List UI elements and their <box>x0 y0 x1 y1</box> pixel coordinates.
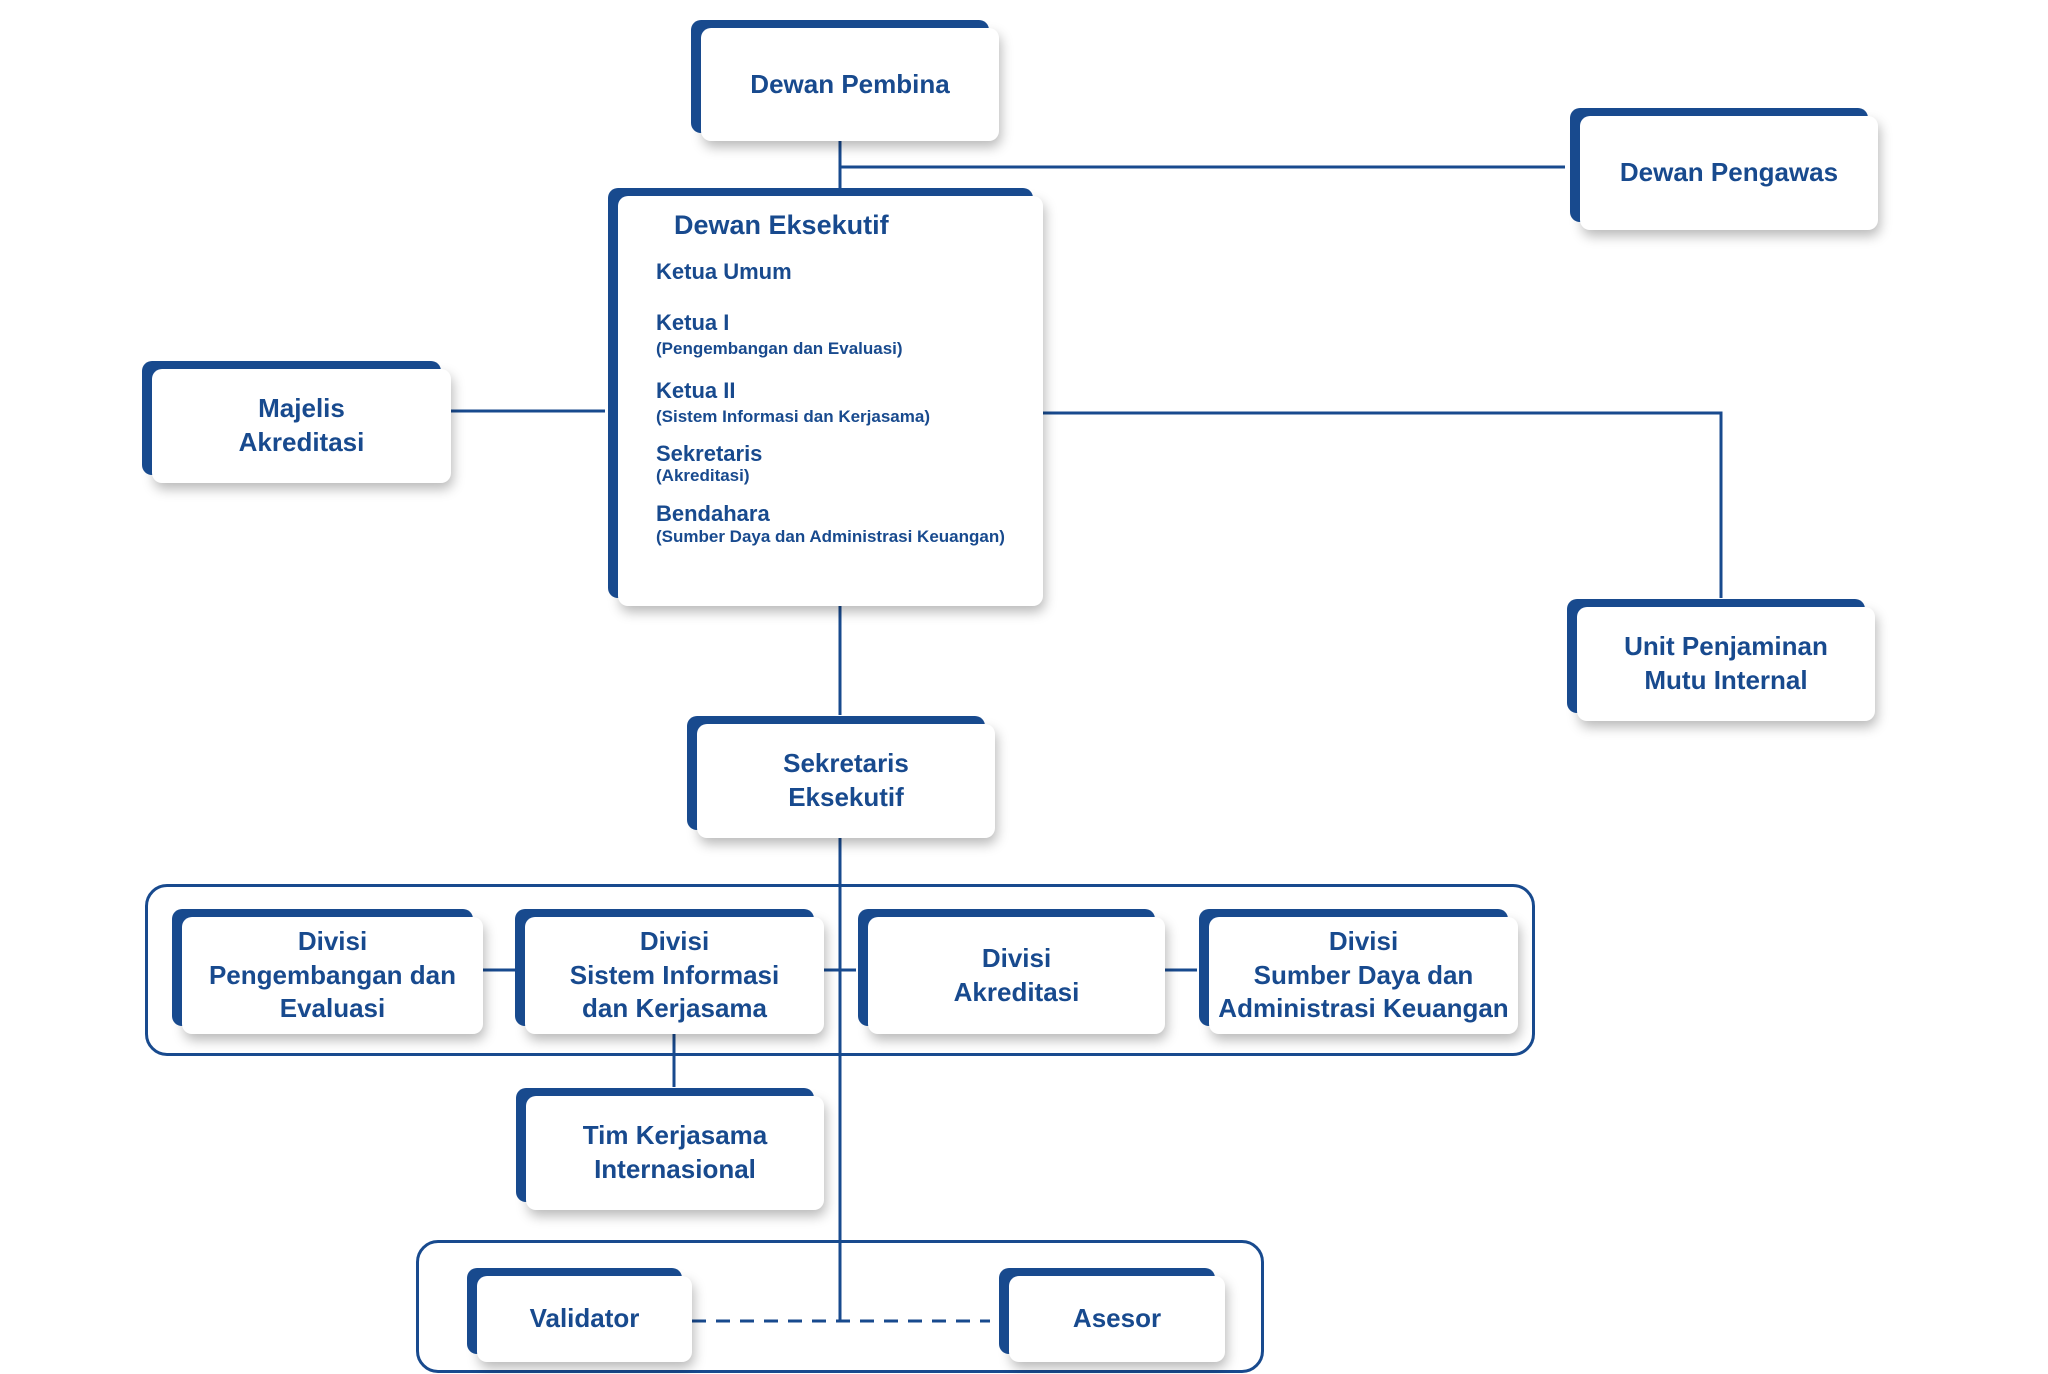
divisi-line: Sistem Informasi <box>569 959 780 990</box>
sekretaris-eksekutif-line-2: Eksekutif <box>788 782 904 812</box>
member-detail: (Pengembangan dan Evaluasi) <box>656 339 903 359</box>
member-detail: (Sumber Daya dan Administrasi Keuangan) <box>656 527 1005 547</box>
member-detail: (Sistem Informasi dan Kerjasama) <box>656 407 930 427</box>
unit-penjaminan-line-1: Unit Penjaminan <box>1624 631 1828 662</box>
member-sekretaris: Sekretaris (Akreditasi) <box>656 441 762 486</box>
divisi-line: Divisi <box>981 942 1052 973</box>
divisi-line: Sumber Daya dan <box>1253 959 1474 990</box>
member-detail: (Akreditasi) <box>656 466 750 486</box>
divisi-line: Administrasi Keuangan <box>1218 993 1509 1024</box>
divisi-sumber-daya-box[interactable]: Divisi Sumber Daya dan Administrasi Keua… <box>1209 917 1518 1034</box>
tim-kerjasama-line-2: Internasional <box>594 1154 756 1184</box>
validator-box[interactable]: Validator <box>477 1276 692 1362</box>
divisi-line: Divisi <box>297 925 368 956</box>
unit-penjaminan-line-2: Mutu Internal <box>1644 665 1808 695</box>
sekretaris-eksekutif-line-1: Sekretaris <box>783 748 909 779</box>
asesor-box[interactable]: Asesor <box>1009 1276 1225 1362</box>
member-ketua-1: Ketua I (Pengembangan dan Evaluasi) <box>656 310 903 359</box>
divisi-akreditasi-box[interactable]: Divisi Akreditasi <box>868 917 1165 1034</box>
validator-asesor-group-frame <box>416 1240 1264 1373</box>
divisi-sistem-informasi-box[interactable]: Divisi Sistem Informasi dan Kerjasama <box>525 917 824 1034</box>
dewan-pengawas-label: Dewan Pengawas <box>1619 157 1839 188</box>
dewan-pembina-label: Dewan Pembina <box>750 68 950 99</box>
tim-kerjasama-line-1: Tim Kerjasama <box>582 1120 768 1151</box>
divisi-line: Akreditasi <box>953 976 1080 1007</box>
member-bendahara: Bendahara (Sumber Daya dan Administrasi … <box>656 501 1005 547</box>
dewan-eksekutif-box[interactable]: Dewan Eksekutif Ketua Umum Ketua I (Peng… <box>618 196 1043 606</box>
sekretaris-eksekutif-box[interactable]: Sekretaris Eksekutif <box>697 724 995 838</box>
majelis-akreditasi-box[interactable]: Majelis Akreditasi <box>152 369 451 483</box>
divisi-pengembangan-evaluasi-box[interactable]: Divisi Pengembangan dan Evaluasi <box>182 917 483 1034</box>
divisi-line: Divisi <box>639 925 710 956</box>
asesor-label: Asesor <box>1072 1303 1162 1334</box>
tim-kerjasama-internasional-box[interactable]: Tim Kerjasama Internasional <box>526 1096 824 1210</box>
member-role: Ketua Umum <box>656 259 792 284</box>
dewan-pengawas-box[interactable]: Dewan Pengawas <box>1580 116 1878 230</box>
member-role: Ketua II <box>656 378 736 403</box>
dewan-pembina-box[interactable]: Dewan Pembina <box>701 28 999 141</box>
majelis-akreditasi-line-2: Akreditasi <box>238 427 365 457</box>
member-ketua-2: Ketua II (Sistem Informasi dan Kerjasama… <box>656 378 930 427</box>
member-role: Sekretaris <box>656 441 763 466</box>
unit-penjaminan-mutu-box[interactable]: Unit Penjaminan Mutu Internal <box>1577 607 1875 721</box>
member-ketua-umum: Ketua Umum <box>656 259 792 284</box>
member-role: Bendahara <box>656 501 770 526</box>
connector-eksekutif-unit <box>1043 411 1723 598</box>
divisi-line: Divisi <box>1328 925 1399 956</box>
validator-label: Validator <box>529 1303 640 1334</box>
divisi-line: Evaluasi <box>279 993 386 1024</box>
divisi-line: Pengembangan dan <box>208 959 457 990</box>
majelis-akreditasi-line-1: Majelis <box>258 393 345 424</box>
divisions-group-frame <box>145 884 1535 1056</box>
dewan-eksekutif-title: Dewan Eksekutif <box>674 210 889 240</box>
member-role: Ketua I <box>656 310 730 335</box>
divisi-line: dan Kerjasama <box>582 993 767 1024</box>
